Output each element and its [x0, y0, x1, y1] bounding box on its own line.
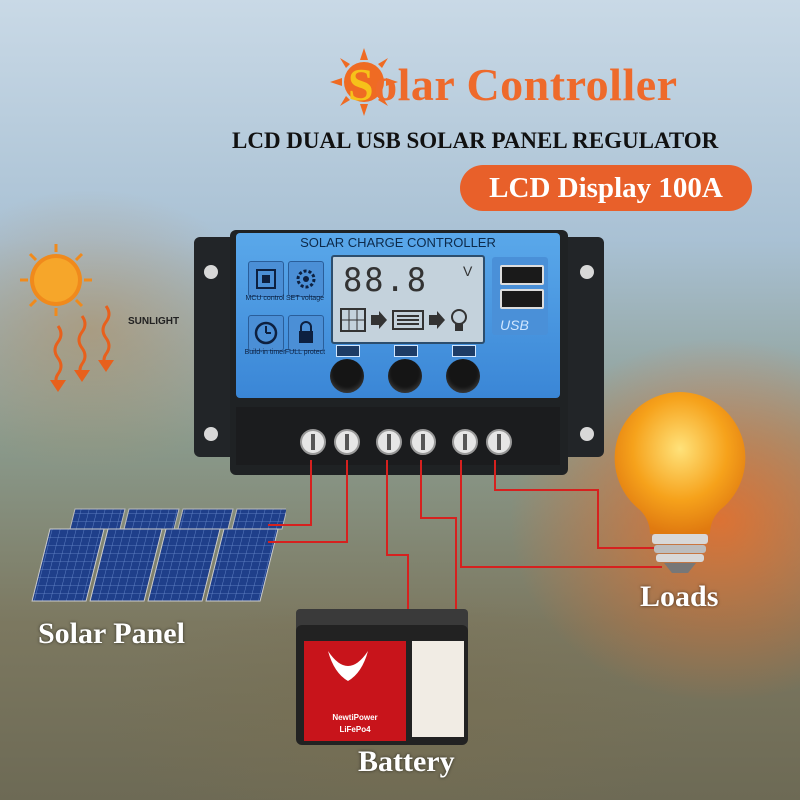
battery-spec-label — [412, 641, 464, 737]
timer-label: Build-in timer — [244, 349, 286, 356]
mount-hole — [204, 265, 218, 279]
battery-illustration: NewtiPower LiFePo4 — [282, 605, 482, 755]
sun-illustration — [20, 244, 114, 392]
solar-charge-controller: SOLAR CHARGE CONTROLLER MCU control SET … — [194, 225, 604, 475]
down-button-indicator — [452, 345, 476, 357]
sunlight-arrows — [53, 305, 111, 386]
brand-logo-icon — [328, 651, 368, 681]
lcd-arrow-icon — [371, 311, 387, 329]
lock-icon — [288, 315, 324, 351]
battery-positive-terminal[interactable] — [376, 429, 402, 455]
sun-logo-icon — [330, 48, 398, 116]
wire-panel-negative — [268, 460, 348, 543]
battery-label: Battery — [358, 745, 455, 778]
sun-icon — [20, 244, 92, 316]
controller-faceplate: SOLAR CHARGE CONTROLLER MCU control SET … — [236, 233, 560, 398]
lcd-unit: V — [463, 263, 473, 279]
page-title: Solar Controller — [348, 58, 678, 111]
mount-hole — [580, 427, 594, 441]
usb-port[interactable] — [500, 265, 544, 285]
spec-badge: LCD Display 100A — [460, 165, 752, 211]
lcd-panel-icon — [340, 308, 366, 332]
solar-panel-label: Solar Panel — [38, 617, 185, 650]
lcd-battery-icon — [392, 310, 424, 330]
lcd-flow-icons — [340, 308, 467, 332]
mount-hole — [580, 265, 594, 279]
set-voltage-label: SET voltage — [285, 295, 324, 302]
lcd-bulb-icon — [451, 309, 467, 331]
usb-port[interactable] — [500, 289, 544, 309]
terminal-block — [236, 407, 560, 465]
lcd-digits: 88.8 — [343, 261, 429, 299]
usb-ports: USB — [492, 257, 548, 335]
light-bulb-icon — [614, 392, 746, 573]
battery-chemistry: LiFePo4 — [339, 725, 371, 734]
faceplate-title: SOLAR CHARGE CONTROLLER — [300, 235, 496, 250]
title-initial: S — [348, 59, 375, 110]
lcd-display: 88.8 V — [331, 255, 485, 344]
full-protect-label: FULL protect — [284, 349, 326, 356]
battery-negative-terminal[interactable] — [410, 429, 436, 455]
wire-battery-negative — [420, 460, 457, 612]
battery-brand: NewtiPower — [332, 713, 378, 722]
loads-label: Loads — [640, 580, 719, 613]
load-positive-terminal[interactable] — [452, 429, 478, 455]
load-negative-terminal[interactable] — [486, 429, 512, 455]
timer-icon — [248, 315, 284, 351]
mcu-control-icon — [248, 261, 284, 297]
battery-red-panel — [304, 641, 406, 741]
panel-positive-terminal[interactable] — [300, 429, 326, 455]
up-button[interactable] — [388, 359, 422, 393]
down-button[interactable] — [446, 359, 480, 393]
wire-panel-positive — [268, 460, 312, 526]
usb-label: USB — [500, 317, 529, 333]
panel-negative-terminal[interactable] — [334, 429, 360, 455]
mcu-control-label: MCU control — [245, 295, 285, 302]
wire-load-negative — [494, 460, 662, 549]
mount-hole — [204, 427, 218, 441]
page-subtitle: LCD DUAL USB SOLAR PANEL REGULATOR — [232, 128, 719, 153]
title-rest: olar Controller — [374, 59, 678, 110]
solar-panel-array — [31, 508, 286, 602]
set-voltage-icon — [288, 261, 324, 297]
up-button-indicator — [394, 345, 418, 357]
menu-button[interactable] — [330, 359, 364, 393]
menu-button-indicator — [336, 345, 360, 357]
wire-battery-positive — [386, 460, 409, 610]
lcd-arrow-icon — [429, 311, 445, 329]
sunlight-label: SUNLIGHT — [128, 316, 180, 327]
wire-load-positive — [460, 460, 662, 568]
